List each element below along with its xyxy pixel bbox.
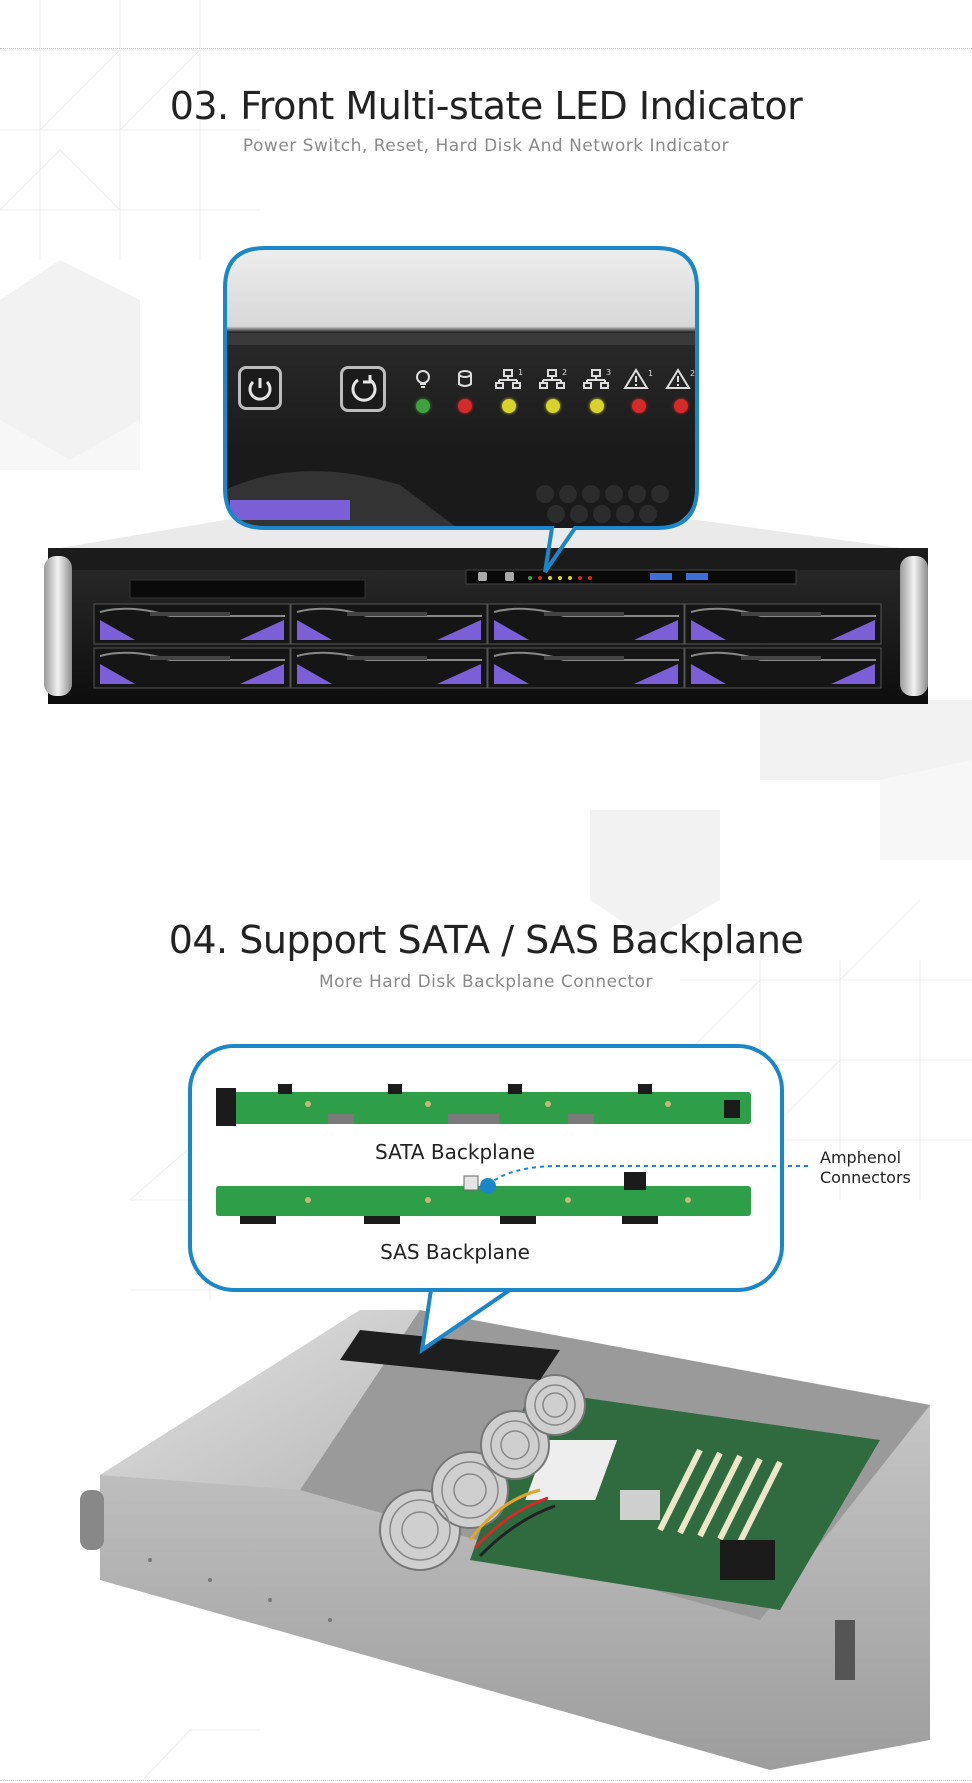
top-divider <box>0 48 972 49</box>
sata-backplane-label: SATA Backplane <box>375 1140 535 1164</box>
warning-icon: 2 <box>665 368 695 389</box>
led-power-indicator <box>408 368 438 413</box>
section-3-title: 03. Front Multi-state LED Indicator <box>169 84 803 128</box>
backplane-bubble <box>188 1044 784 1292</box>
led-alert2-indicator: 2 <box>664 368 698 413</box>
reset-icon <box>351 375 377 402</box>
svg-text:1: 1 <box>648 369 653 378</box>
open-chassis <box>80 1310 930 1770</box>
led-alert1-indicator: 1 <box>622 368 656 413</box>
power-icon <box>248 378 272 401</box>
svg-text:2: 2 <box>690 369 695 378</box>
connector-marker <box>480 1178 496 1194</box>
section-3-subtitle: Power Switch, Reset, Hard Disk And Netwo… <box>242 136 730 156</box>
svg-text:1: 1 <box>518 368 523 377</box>
network-icon: 1 <box>495 368 523 389</box>
led-dot <box>416 399 430 413</box>
right-handle <box>900 556 928 696</box>
led-lan1-indicator: 1 <box>492 368 526 413</box>
led-hdd-indicator <box>450 368 480 413</box>
led-dot <box>674 399 688 413</box>
front-panel-illustration <box>44 246 928 704</box>
amphenol-connectors-label: Amphenol Connectors <box>820 1148 911 1188</box>
power-button[interactable] <box>238 366 282 410</box>
connector-callout-line <box>487 1165 810 1186</box>
amphenol-label-line2: Connectors <box>820 1168 911 1187</box>
svg-text:2: 2 <box>562 368 567 377</box>
sas-backplane-board <box>216 1172 751 1224</box>
reset-button[interactable] <box>340 366 386 412</box>
led-dot <box>502 399 516 413</box>
bottom-divider <box>0 1780 972 1781</box>
sata-backplane-board <box>216 1084 751 1126</box>
led-dot <box>546 399 560 413</box>
left-handle <box>44 556 72 696</box>
warning-icon: 1 <box>623 368 653 389</box>
led-dot <box>458 399 472 413</box>
led-dot <box>590 399 604 413</box>
zoomed-led-panel <box>225 248 697 528</box>
lightbulb-icon <box>416 370 430 388</box>
hard-disk-icon <box>458 370 472 387</box>
section-4-title: 04. Support SATA / SAS Backplane <box>168 918 804 962</box>
drive-bays <box>93 603 882 689</box>
sas-backplane-label: SAS Backplane <box>380 1240 530 1264</box>
network-icon: 2 <box>539 368 567 389</box>
led-lan3-indicator: 3 <box>580 368 614 413</box>
amphenol-label-line1: Amphenol <box>820 1148 902 1167</box>
led-lan2-indicator: 2 <box>536 368 570 413</box>
section-4-subtitle: More Hard Disk Backplane Connector <box>318 972 654 992</box>
network-icon: 3 <box>583 368 611 389</box>
zoom-bubble-outline <box>223 246 699 574</box>
backplane-illustration <box>80 1281 930 1770</box>
led-dot <box>632 399 646 413</box>
svg-text:3: 3 <box>606 368 611 377</box>
